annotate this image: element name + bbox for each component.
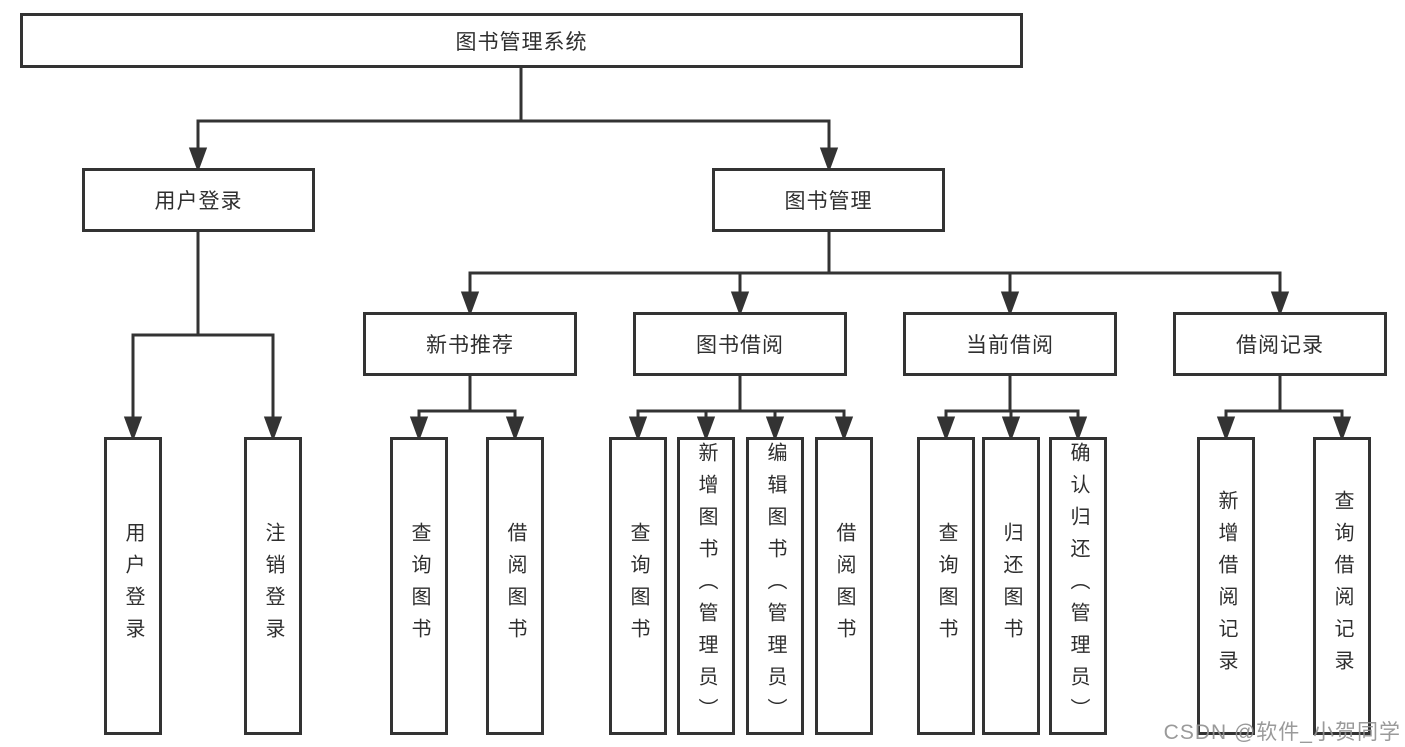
arrowhead [834, 416, 854, 442]
node-borrow-records: 借阅记录 [1173, 312, 1387, 376]
node-leaf-add-borrow-record: 新增借阅记录 [1197, 437, 1255, 735]
connector-new-book-recommend [409, 375, 525, 442]
connector-root [188, 68, 839, 173]
arrowhead [1270, 291, 1290, 317]
node-label: 归还图书 [1000, 522, 1022, 650]
node-label: 查询图书 [627, 522, 649, 650]
node-leaf-borrow-books-recommend: 借阅图书 [486, 437, 544, 735]
node-label: 当前借阅 [966, 334, 1054, 357]
node-user-login: 用户登录 [82, 168, 315, 232]
node-label: 编辑图书（管理员） [764, 442, 786, 730]
node-leaf-query-books-recommend: 查询图书 [390, 437, 448, 735]
node-leaf-borrow-books: 借阅图书 [815, 437, 873, 735]
csdn-watermark: CSDN @软件_小贺同学 [1163, 721, 1401, 744]
node-label: 图书管理系统 [455, 30, 588, 54]
arrowhead [1216, 416, 1236, 442]
arrowhead [460, 291, 480, 317]
node-label: 注销登录 [262, 522, 284, 650]
arrowhead [188, 147, 208, 173]
arrowhead [936, 416, 956, 442]
arrowhead [1332, 416, 1352, 442]
node-new-book-recommend: 新书推荐 [363, 312, 577, 376]
node-label: 新增借阅记录 [1215, 490, 1237, 682]
node-label: 确认归还（管理员） [1067, 442, 1089, 730]
node-book-management: 图书管理 [712, 168, 945, 232]
arrowhead [263, 416, 283, 442]
arrowhead [628, 416, 648, 442]
node-leaf-confirm-return-admin: 确认归还（管理员） [1049, 437, 1107, 735]
node-label: 借阅记录 [1236, 334, 1324, 357]
arrowhead [123, 416, 143, 442]
node-leaf-logout: 注销登录 [244, 437, 302, 735]
arrowhead [819, 147, 839, 173]
node-leaf-edit-book-admin: 编辑图书（管理员） [746, 437, 804, 735]
node-label: 图书借阅 [696, 334, 784, 357]
node-label: 图书管理 [784, 190, 873, 213]
node-leaf-user-login: 用户登录 [104, 437, 162, 735]
connector-borrow-records [1216, 375, 1352, 442]
node-library-system: 图书管理系统 [20, 13, 1023, 68]
node-label: 查询图书 [935, 522, 957, 650]
arrowhead [1001, 416, 1021, 442]
connector-current-borrow [936, 375, 1088, 442]
node-label: 查询图书 [408, 522, 430, 650]
node-label: 借阅图书 [833, 522, 855, 650]
node-label: 新增图书（管理员） [695, 442, 717, 730]
arrowhead [730, 291, 750, 317]
connector-book-borrow [628, 375, 854, 442]
arrowhead [505, 416, 525, 442]
node-leaf-query-books-borrow: 查询图书 [609, 437, 667, 735]
connector-user-login [123, 231, 283, 442]
node-book-borrow: 图书借阅 [633, 312, 847, 376]
node-leaf-query-borrow-record: 查询借阅记录 [1313, 437, 1371, 735]
node-leaf-query-books-current: 查询图书 [917, 437, 975, 735]
node-leaf-add-book-admin: 新增图书（管理员） [677, 437, 735, 735]
arrowhead [765, 416, 785, 442]
node-label: 新书推荐 [426, 334, 514, 357]
arrowhead [409, 416, 429, 442]
node-leaf-return-books: 归还图书 [982, 437, 1040, 735]
node-current-borrow: 当前借阅 [903, 312, 1117, 376]
arrowhead [1068, 416, 1088, 442]
node-label: 查询借阅记录 [1331, 490, 1353, 682]
arrowhead [1000, 291, 1020, 317]
arrowhead [696, 416, 716, 442]
node-label: 用户登录 [122, 522, 144, 650]
connector-book-management [460, 231, 1290, 317]
node-label: 借阅图书 [504, 522, 526, 650]
node-label: 用户登录 [154, 190, 243, 213]
